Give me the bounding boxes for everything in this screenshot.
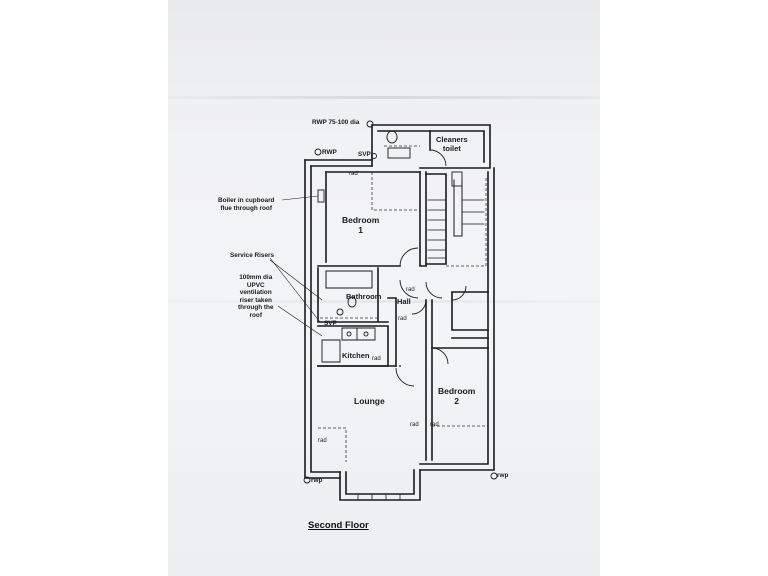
bay-window (339, 469, 421, 501)
annotation-svp-kitchen: SVP (324, 320, 337, 327)
room-label-hall: Hall (397, 297, 411, 306)
door-swing (425, 281, 443, 299)
rad-label: rad (410, 422, 419, 428)
bedroom1-wall-right (419, 171, 427, 266)
rwp-pipe-top (366, 120, 374, 128)
annotation-rwp-bottom-right: rwp (497, 472, 509, 479)
bathroom-wall (317, 267, 389, 323)
rad-label: rad (372, 356, 381, 362)
door-swing (399, 279, 419, 299)
plan-paper (168, 0, 600, 576)
cupboard-stair (451, 171, 463, 187)
leader-service-risers-2 (269, 259, 323, 301)
door-swing (451, 285, 467, 301)
door-swing (431, 347, 449, 365)
rad-label: rad (430, 422, 439, 428)
bay-window-mullions (357, 493, 401, 501)
annotation-rwp-bottom-left: rwp (311, 477, 323, 484)
toilet-pan-bathroom (347, 296, 357, 308)
dashed-stair-zone (446, 176, 487, 267)
annotation-boiler: Boiler in cupboard flue through roof (218, 197, 275, 212)
rwp-pipe-left (314, 148, 322, 156)
paper-fold (168, 96, 600, 99)
room-label-kitchen: Kitchen (342, 351, 370, 360)
annotation-service-risers: Service Risers (230, 252, 275, 259)
room-label-lounge: Lounge (354, 396, 385, 406)
hob-ring (346, 331, 352, 337)
outer-wall-right (419, 167, 495, 471)
rad-label: rad (398, 316, 407, 322)
stair-well (453, 179, 463, 237)
door-swing (429, 149, 447, 167)
door-swing (395, 367, 415, 387)
hall-wall-left (387, 297, 401, 367)
hall-wall-right (425, 299, 433, 461)
room-label-bathroom: Bathroom (346, 292, 382, 301)
leader-ventilation (277, 305, 323, 337)
annotation-svp-top: SVP (358, 151, 371, 158)
cleaners-block (371, 124, 491, 169)
dashed-lounge-zone (318, 427, 347, 462)
outer-wall-top (304, 159, 373, 167)
annotation-rwp-top: RWP 75-100 dia (312, 119, 360, 126)
annotation-ventilation: 100mm dia UPVC ventilation riser taken t… (238, 274, 274, 319)
svp-pipe-top (371, 153, 377, 159)
door-swing (399, 247, 419, 267)
stair-outline (425, 173, 447, 265)
paper-fold (168, 300, 600, 303)
leader-boiler (281, 195, 319, 201)
basin-bathroom (336, 308, 344, 316)
toilet-pan-top (386, 130, 398, 144)
rwp-pipe-bottom-left (303, 476, 311, 484)
rad-label: rad (406, 287, 415, 293)
rad-label: rad (349, 171, 358, 177)
room-label-cleaners-toilet: Cleaners toilet (436, 135, 468, 153)
outer-wall-left-inner (310, 165, 341, 473)
rad-label: rad (318, 438, 327, 444)
bath-tub (325, 270, 373, 289)
rwp-pipe-bottom-right (490, 472, 498, 480)
hob-ring (363, 331, 369, 337)
door-swing (411, 299, 427, 315)
room-label-bedroom2: Bedroom 2 (438, 386, 476, 406)
annotation-rwp-left: RWP (322, 149, 337, 156)
kitchen-units (321, 327, 376, 363)
stair-treads (427, 199, 485, 259)
basin-top (387, 147, 411, 159)
room-label-bedroom1: Bedroom 1 (342, 215, 380, 235)
dashed-bedroom1-zone (371, 172, 420, 211)
cupboard-wall (451, 291, 489, 339)
boiler-box (317, 189, 325, 203)
floor-title: Second Floor (308, 520, 369, 531)
leader-service-risers (269, 257, 321, 323)
